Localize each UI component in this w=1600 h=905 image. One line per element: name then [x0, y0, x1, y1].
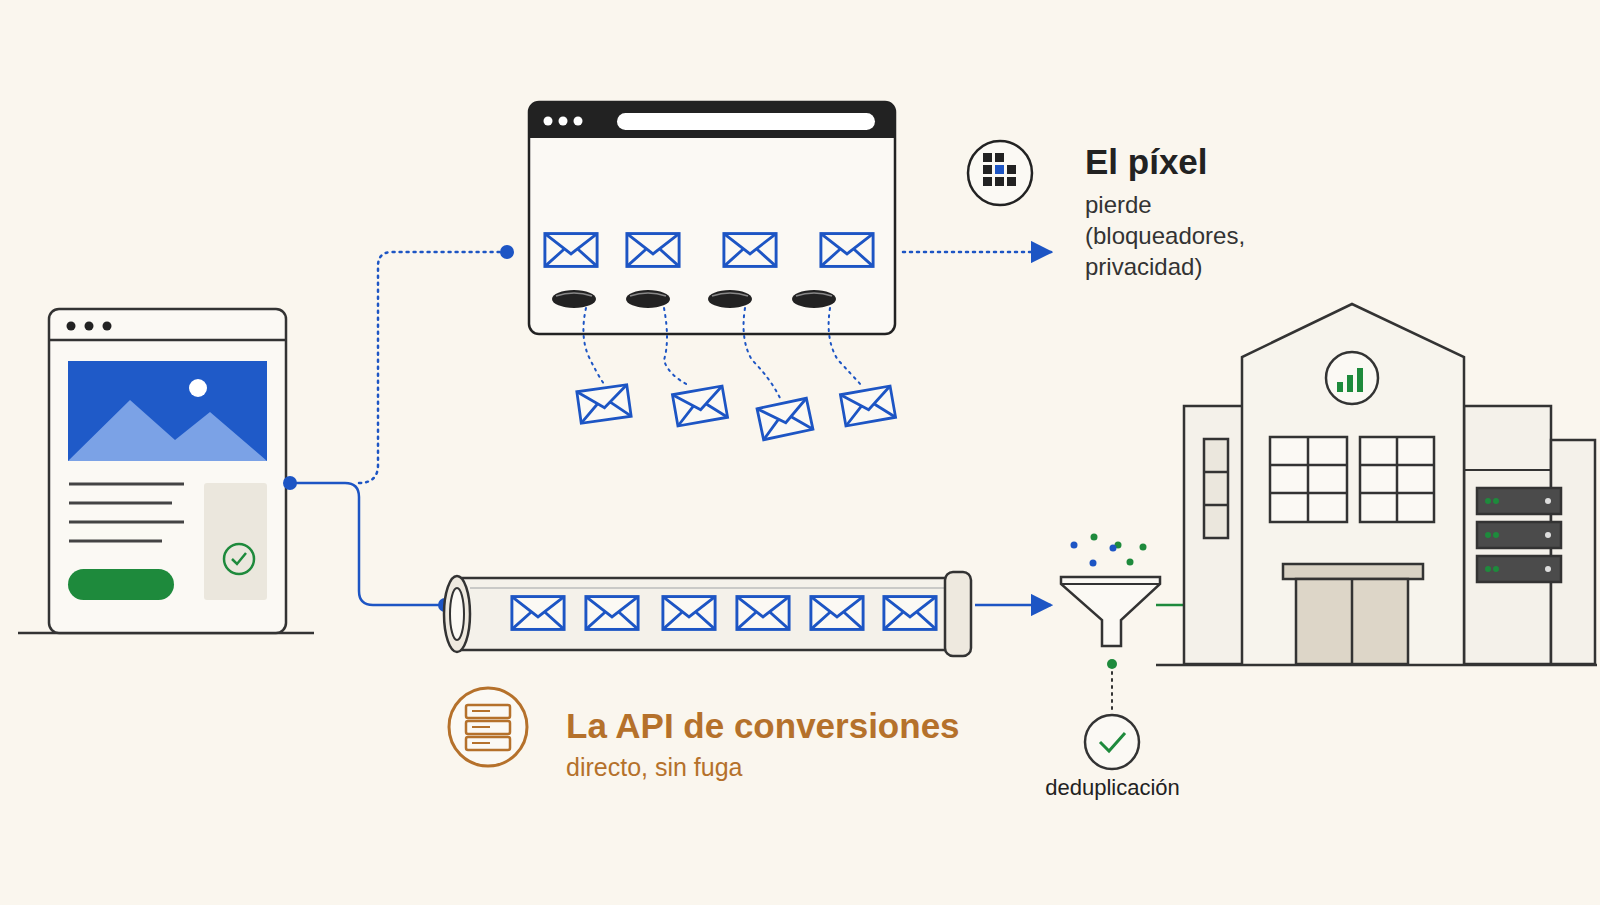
- caption-text: deduplicación: [1030, 775, 1195, 801]
- web-page: [18, 309, 314, 633]
- heading: La API de conversiones: [566, 706, 1016, 746]
- server-icon: [449, 688, 527, 766]
- api-label: La API de conversiones directo, sin fuga: [447, 686, 1027, 786]
- subtitle: pierde (bloqueadores, privacidad): [1085, 189, 1275, 282]
- chart-icon: [1337, 368, 1551, 572]
- pixel-label: El píxel pierde (bloqueadores, privacidad…: [966, 140, 1306, 290]
- heading: El píxel: [1085, 142, 1295, 182]
- dedup-label: deduplicación: [1030, 712, 1195, 802]
- company-building: [1156, 304, 1597, 665]
- api-pipe: [444, 572, 1051, 656]
- pixel-icon: [968, 141, 1032, 205]
- leaky-browser: [529, 102, 1051, 440]
- subtitle: directo, sin fuga: [566, 752, 866, 783]
- flow-lines: [283, 245, 514, 612]
